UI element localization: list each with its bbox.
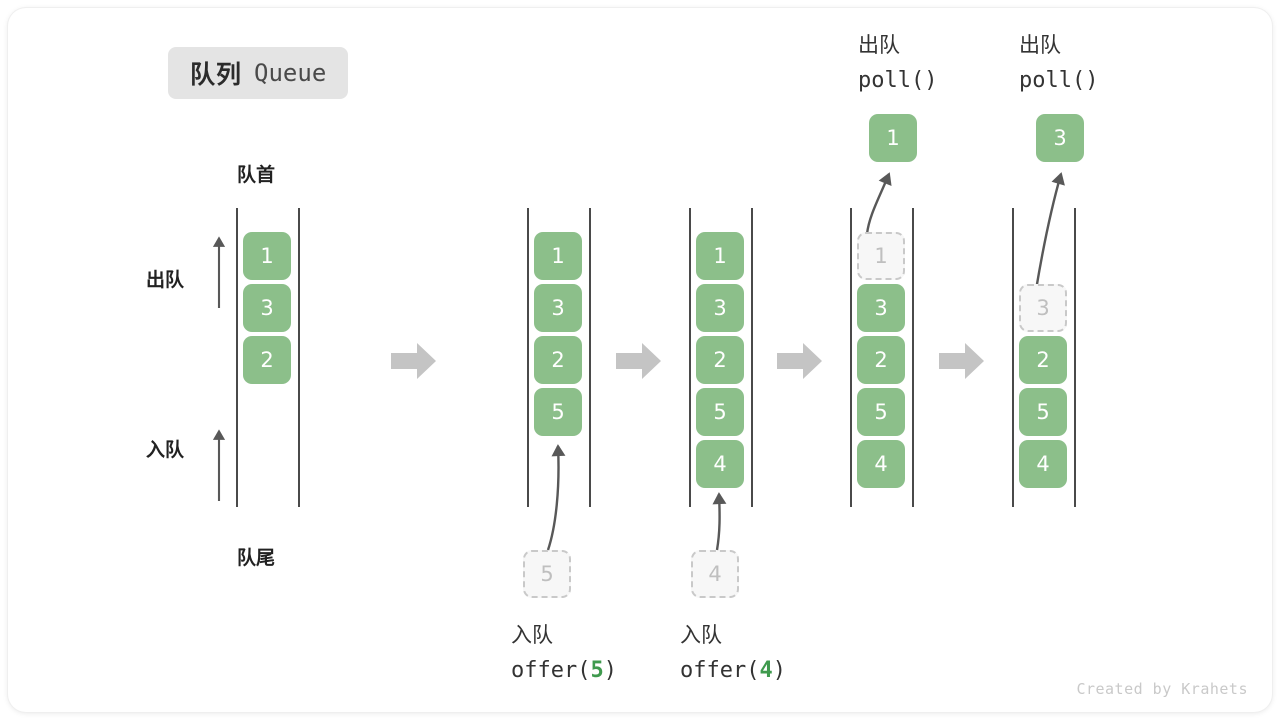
queue-rail-left-3 — [689, 208, 691, 507]
operation-label-poll-3: 出队 poll() — [1019, 28, 1098, 98]
queue-element: 3 — [857, 284, 905, 332]
incoming-ghost-element: 5 — [523, 550, 571, 598]
queue-rail-right-1 — [298, 208, 300, 507]
outgoing-ghost-element: 1 — [857, 232, 905, 280]
operation-label-offer-5: 入队 offer(5) — [511, 618, 617, 688]
step-arrow-icon — [777, 343, 822, 379]
queue-rail-left-2 — [527, 208, 529, 507]
credit-text: Created by Krahets — [1076, 680, 1248, 698]
queue-element: 3 — [696, 284, 744, 332]
queue-element: 2 — [696, 336, 744, 384]
queue-element: 5 — [857, 388, 905, 436]
operation-label-code: offer(5) — [511, 658, 617, 683]
queue-rail-right-2 — [589, 208, 591, 507]
queue-element: 4 — [857, 440, 905, 488]
operation-label-offer-4: 入队 offer(4) — [680, 618, 786, 688]
queue-element: 2 — [857, 336, 905, 384]
queue-element: 4 — [1019, 440, 1067, 488]
queue-rail-right-5 — [1074, 208, 1076, 507]
step-arrow-icon — [939, 343, 984, 379]
queue-element: 1 — [243, 232, 291, 280]
operation-label-code: poll() — [858, 68, 938, 93]
queue-element: 2 — [534, 336, 582, 384]
flow-label-dequeue: 出队 — [146, 269, 185, 291]
operation-label-cn: 出队 — [1019, 33, 1061, 57]
title-pill-en: Queue — [254, 59, 327, 87]
queue-element: 3 — [243, 284, 291, 332]
queue-element-new: 5 — [534, 388, 582, 436]
operation-label-poll-1: 出队 poll() — [858, 28, 937, 98]
dequeue-motion-arrow-icon — [1034, 172, 1065, 291]
incoming-ghost-element: 4 — [691, 550, 739, 598]
title-pill-cn: 队列 — [190, 60, 243, 89]
queue-element: 1 — [696, 232, 744, 280]
enqueue-motion-arrow-icon — [546, 444, 566, 551]
queue-element: 5 — [696, 388, 744, 436]
queue-element-new: 4 — [696, 440, 744, 488]
operation-label-code: offer(4) — [680, 658, 786, 683]
queue-element: 2 — [1019, 336, 1067, 384]
dequeue-direction-arrow-icon — [212, 236, 226, 308]
queue-rail-left-5 — [1012, 208, 1014, 507]
operation-label-code: poll() — [1019, 68, 1099, 93]
popped-element: 1 — [869, 114, 917, 162]
operation-label-cn: 入队 — [511, 623, 553, 647]
caption-queue-head: 队首 — [237, 164, 276, 186]
queue-element: 2 — [243, 336, 291, 384]
queue-element: 5 — [1019, 388, 1067, 436]
step-arrow-icon — [616, 343, 661, 379]
operation-label-cn: 入队 — [680, 623, 722, 647]
step-arrow-icon — [391, 343, 436, 379]
dequeue-motion-arrow-icon — [865, 172, 892, 235]
flow-label-enqueue: 入队 — [146, 439, 185, 461]
queue-element: 3 — [534, 284, 582, 332]
outgoing-ghost-element: 3 — [1019, 284, 1067, 332]
popped-element: 3 — [1036, 114, 1084, 162]
queue-rail-left-1 — [236, 208, 238, 507]
enqueue-direction-arrow-icon — [212, 429, 226, 501]
title-pill: 队列 Queue — [168, 47, 349, 99]
queue-rail-left-4 — [850, 208, 852, 507]
queue-rail-right-3 — [751, 208, 753, 507]
queue-rail-right-4 — [912, 208, 914, 507]
operation-label-cn: 出队 — [858, 33, 900, 57]
enqueue-motion-arrow-icon — [712, 492, 727, 551]
caption-queue-tail: 队尾 — [237, 547, 276, 569]
queue-element: 1 — [534, 232, 582, 280]
